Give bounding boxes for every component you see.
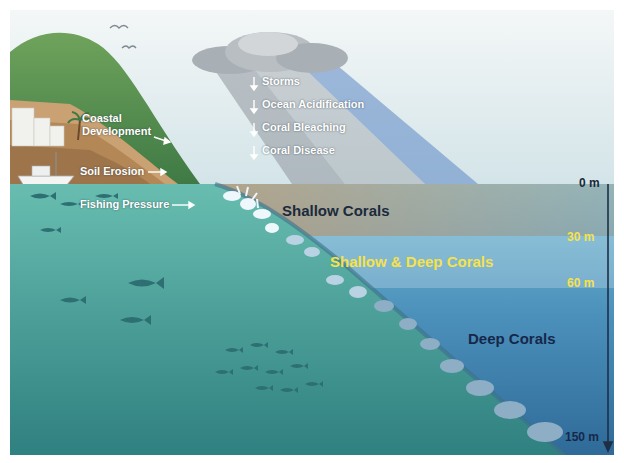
seabed-slope	[215, 184, 565, 455]
pressure-label: Coastal Development	[82, 112, 152, 137]
threat-arrows	[251, 132, 257, 136]
fish	[30, 192, 323, 393]
cloud	[238, 32, 298, 56]
threat-arrows	[251, 155, 257, 159]
depth-label: 150 m	[565, 431, 599, 445]
boat	[18, 152, 74, 186]
zone-label: Shallow & Deep Corals	[330, 253, 493, 270]
mid-corals	[286, 235, 304, 245]
deep-corals	[374, 300, 394, 312]
threat-label: Storms	[262, 75, 300, 88]
fish	[225, 347, 243, 353]
fish	[128, 277, 164, 289]
pressure-arrows	[164, 138, 170, 144]
threat-label: Coral Disease	[262, 144, 335, 157]
deep-corals	[466, 380, 494, 396]
buildings	[50, 126, 64, 146]
shallow-corals	[223, 191, 241, 201]
depth-label: 0 m	[579, 177, 600, 191]
fish	[255, 385, 273, 391]
fish	[120, 315, 151, 325]
deep-corals	[527, 422, 563, 442]
pressure-label: Soil Erosion	[80, 165, 144, 178]
cloud	[192, 32, 348, 74]
zone-label: Shallow Corals	[282, 202, 390, 219]
zone-label: Deep Corals	[468, 330, 556, 347]
threat-beams	[212, 66, 478, 184]
threat-arrows	[251, 86, 257, 90]
deep-corals	[399, 318, 417, 330]
deep-corals	[420, 338, 440, 350]
pressure-label: Fishing Pressure	[80, 198, 169, 211]
boat	[56, 152, 57, 176]
depth-label: 60 m	[567, 277, 594, 291]
shallow-corals	[240, 198, 256, 210]
mid-corals	[326, 275, 344, 285]
pressure-arrows	[161, 169, 166, 175]
shallow-corals	[223, 186, 279, 233]
fish	[265, 369, 283, 375]
pressure-arrows	[148, 171, 162, 172]
deep-water	[10, 184, 614, 455]
land-strata	[10, 100, 178, 184]
birds	[110, 26, 128, 29]
shallow-corals	[253, 209, 271, 219]
deep-corals	[440, 359, 464, 373]
fish	[275, 349, 293, 355]
mid-corals	[304, 247, 320, 257]
fish	[40, 227, 61, 233]
fish	[215, 369, 233, 375]
buildings	[12, 108, 64, 146]
pressure-arrows	[189, 202, 194, 208]
palm-tree	[78, 120, 80, 140]
fish	[290, 363, 308, 369]
threat-label: Ocean Acidification	[262, 98, 364, 111]
water-cross-section	[10, 184, 565, 455]
depth-axis	[607, 184, 609, 444]
fish	[240, 365, 258, 371]
pressure-arrows	[172, 204, 190, 205]
depth-axis	[604, 184, 612, 451]
scene	[10, 10, 614, 455]
fish	[250, 342, 268, 348]
shallow-corals	[237, 186, 258, 208]
sky	[10, 10, 614, 185]
depth-label: 30 m	[567, 231, 594, 245]
hill	[10, 33, 200, 184]
pressure-arrows	[148, 137, 194, 208]
depth-axis	[604, 442, 612, 451]
fish	[60, 201, 83, 207]
shallow-corals	[265, 223, 279, 233]
fish	[30, 192, 56, 200]
buildings	[12, 108, 34, 146]
deep-corals	[374, 300, 563, 442]
boat	[32, 166, 50, 176]
deep-corals	[494, 401, 526, 419]
fish	[280, 387, 298, 393]
fish	[60, 296, 86, 304]
birds	[122, 46, 136, 48]
threat-arrows	[251, 109, 257, 113]
threat-label: Coral Bleaching	[262, 121, 346, 134]
buildings	[34, 118, 50, 146]
fish	[305, 381, 323, 387]
threat-arrows	[251, 77, 257, 159]
mid-corals	[349, 286, 367, 298]
birds	[110, 26, 136, 49]
